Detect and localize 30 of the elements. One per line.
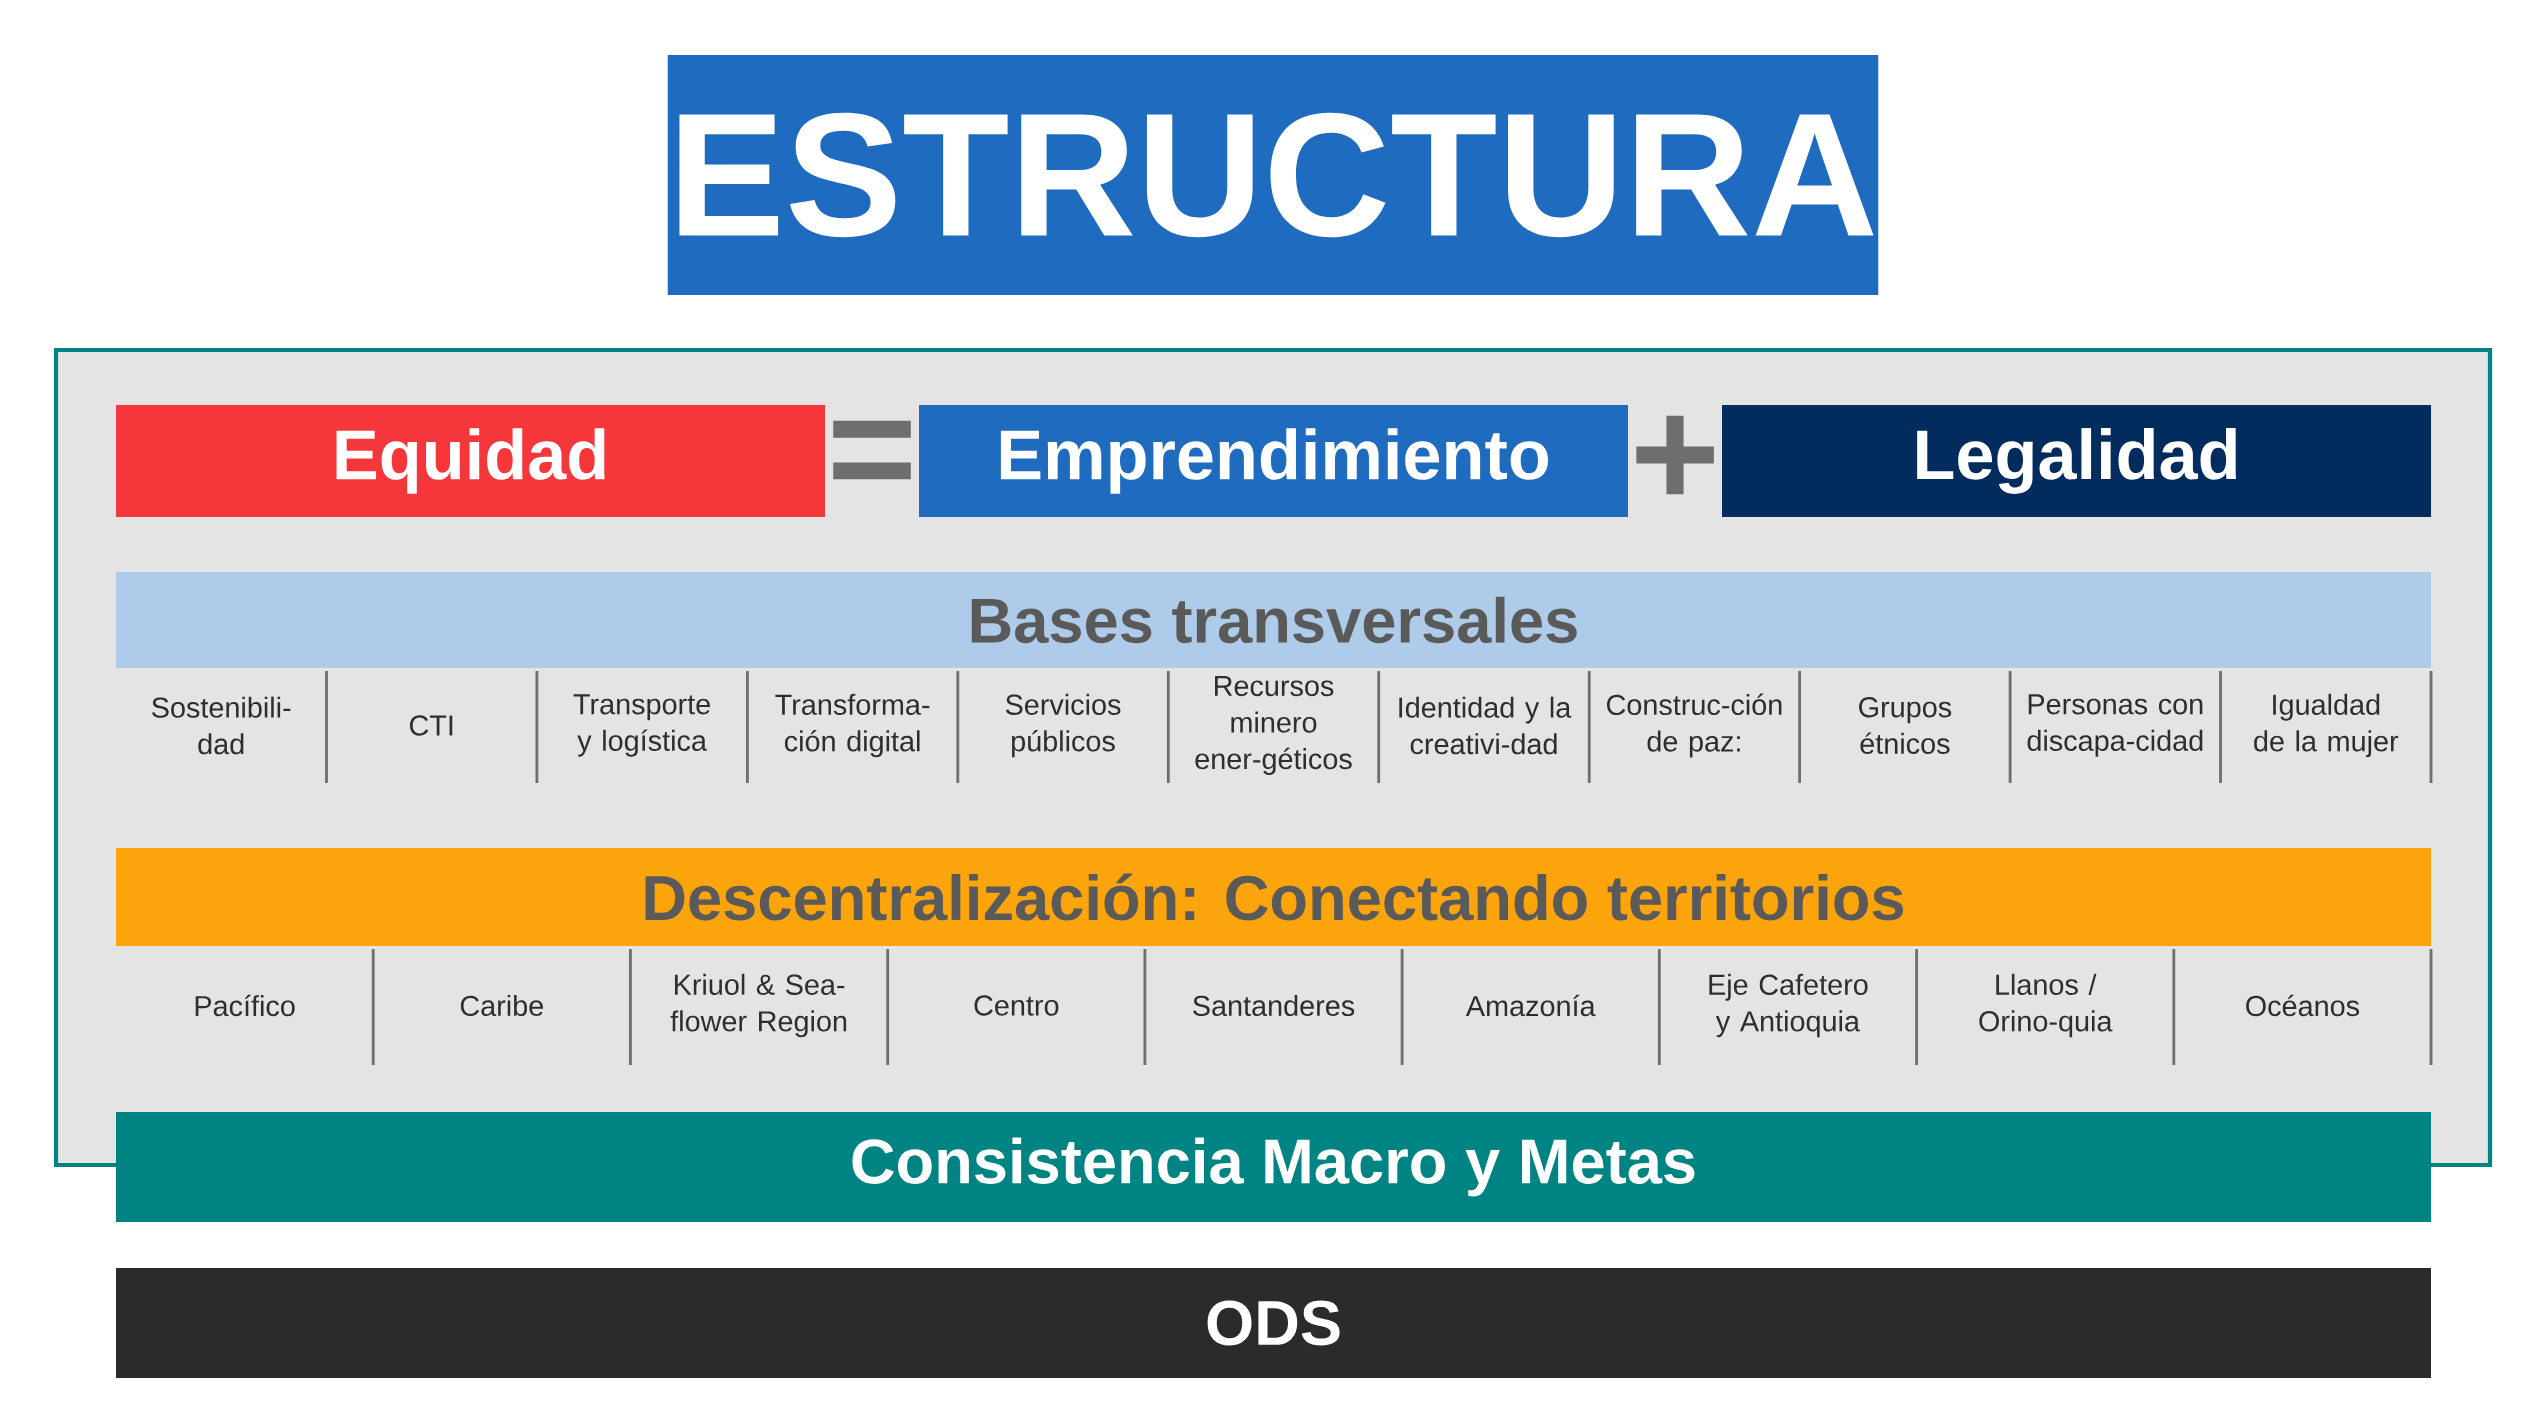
- table-cell: Identidad y la creativi-dad: [1399, 696, 1572, 755]
- table-cell: Llanos / Orino-quia: [1979, 973, 2113, 1038]
- table-cell: Servicios públicos: [1005, 693, 1121, 758]
- table-cell: Personas con discapa-cidad: [2027, 694, 2203, 757]
- title-banner: ESTRUCTURA: [667, 55, 1879, 295]
- table-cell: Amazonía: [1465, 994, 1596, 1017]
- operator-sign: =: [833, 420, 911, 480]
- band-header: Bases transversales: [116, 572, 2431, 668]
- pillar-box: Equidad: [116, 405, 825, 517]
- band-header: ODS: [116, 1268, 2431, 1378]
- band-header: Consistencia Macro y Metas: [116, 1112, 2431, 1222]
- table-cell: Grupos étnicos: [1859, 697, 1952, 754]
- table-cell: Transforma-ción digital: [775, 693, 930, 758]
- table-cell: Pacífico: [195, 994, 295, 1017]
- pillar-box: Emprendimiento: [919, 405, 1628, 517]
- table-cell: Sostenibili-dad: [152, 696, 291, 755]
- table-cell: Construc-ción de paz:: [1607, 693, 1782, 758]
- table-cell: CTI: [410, 715, 453, 736]
- table-cell: Recursos minero ener-géticos: [1195, 676, 1352, 775]
- table-cell: Océanos: [2246, 994, 2360, 1017]
- operator-sign: +: [1636, 415, 1714, 495]
- table-cell: Transporte y logística: [573, 694, 710, 757]
- table-cell: Igualdad de la mujer: [2254, 693, 2399, 758]
- pillar-box: Legalidad: [1722, 405, 2431, 517]
- table-cell: Centro: [974, 995, 1059, 1016]
- band-header: Descentralización: Conectando territorios: [116, 848, 2431, 946]
- table-cell: Santanderes: [1193, 994, 1355, 1017]
- table-cell: Kriuol & Sea-flower Region: [670, 973, 847, 1038]
- table-cell: Eje Cafetero y Antioquia: [1709, 973, 1868, 1038]
- table-cell: Caribe: [460, 994, 543, 1017]
